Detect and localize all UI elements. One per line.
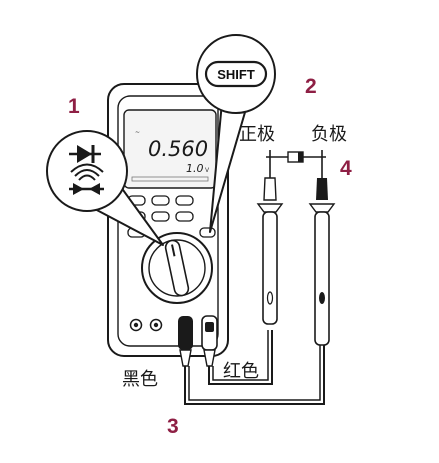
red-lead-label: 红色 — [223, 361, 259, 382]
red-plug — [201, 315, 218, 367]
negative-probe — [308, 150, 336, 346]
step-number-4: 4 — [340, 157, 352, 180]
diode-icon — [69, 145, 101, 163]
rotary-dial[interactable] — [141, 232, 213, 304]
positive-probe-handle — [262, 211, 278, 325]
meter-button[interactable] — [151, 195, 170, 206]
lcd-display — [123, 109, 217, 189]
shift-button[interactable] — [204, 60, 268, 88]
rotary-dial-pointer — [171, 244, 176, 257]
test-lead-cables — [184, 330, 325, 405]
multimeter: ~ 0.560 1.0 V — [107, 83, 229, 367]
meter-button[interactable] — [151, 211, 170, 222]
black-lead-cable — [184, 345, 325, 405]
negative-probe-handle — [314, 211, 330, 346]
black-plug-body — [178, 316, 193, 350]
rotary-dial-knob — [164, 239, 190, 297]
meter-button[interactable] — [175, 211, 194, 222]
positive-probe — [256, 150, 284, 325]
positive-probe-finger-guard — [256, 203, 284, 213]
input-jacks — [129, 318, 163, 332]
jack-a-inner — [133, 322, 139, 328]
positive-probe-label: 正极 — [239, 124, 275, 145]
step-number-1: 1 — [68, 95, 80, 118]
callout-mode-icons — [46, 130, 164, 246]
red-lead-cable-inner — [212, 330, 269, 381]
jack-ma-inner — [153, 322, 159, 328]
callout-shift: SHIFT — [196, 34, 276, 233]
continuity-beeper-icon — [69, 163, 104, 195]
red-lead-cable — [208, 330, 273, 385]
diode-under-test — [266, 151, 326, 163]
lcd-sub-reading: 1.0 — [186, 162, 204, 175]
step-number-3: 3 — [167, 415, 179, 438]
meter-button[interactable] — [199, 227, 216, 238]
lcd-tilde-mark: ~ — [135, 129, 140, 136]
diode-cathode-band — [298, 152, 303, 162]
negative-probe-grip — [319, 292, 325, 304]
red-plug-band — [205, 322, 214, 332]
black-plug-boot — [179, 349, 192, 367]
red-plug-body — [201, 315, 218, 351]
positive-probe-handle-top — [263, 177, 277, 201]
black-lead-label: 黑色 — [122, 369, 158, 390]
shift-button-label: SHIFT — [217, 67, 255, 82]
red-plug-boot — [203, 349, 216, 367]
lcd-main-reading: 0.560 — [148, 137, 208, 161]
meter-button[interactable] — [175, 195, 194, 206]
callout-shift-pointer — [209, 101, 249, 233]
black-plug — [178, 316, 193, 367]
black-lead-cable-inner — [188, 345, 321, 401]
negative-probe-label: 负极 — [311, 124, 347, 145]
negative-probe-finger-guard — [308, 203, 336, 213]
lcd-sub-unit: V — [205, 167, 210, 174]
negative-probe-handle-top — [316, 178, 328, 200]
step-number-2: 2 — [305, 75, 317, 98]
positive-probe-grip — [266, 291, 274, 305]
lcd-bar-graph — [131, 176, 209, 182]
